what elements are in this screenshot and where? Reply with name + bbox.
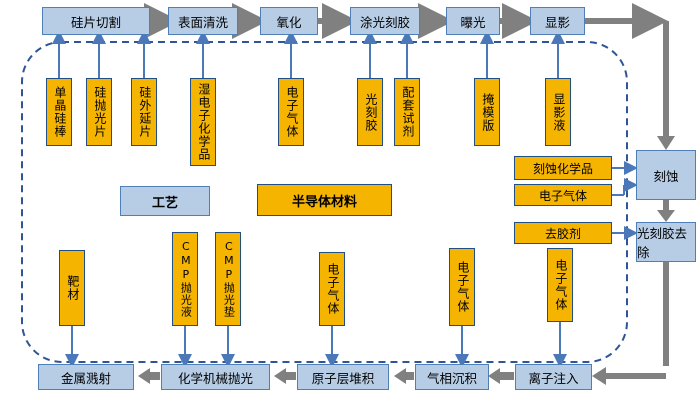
step-oxidation: 氧化	[260, 7, 318, 35]
material-target: 靶材	[59, 250, 85, 326]
material-stripper: 去胶剂	[514, 222, 612, 244]
legend-process: 工艺	[120, 186, 210, 216]
arrow-to-ion-implant	[592, 367, 606, 385]
step-metal-sputtering: 金属溅射	[38, 364, 134, 390]
material-polished-wafer: 硅抛光片	[86, 78, 112, 146]
material-electronic-gas-5: 电子气体	[547, 248, 573, 322]
step-surface-cleaning: 表面清洗	[168, 7, 238, 35]
step-wafer-cutting: 硅片切割	[42, 7, 150, 35]
material-cmp-pad: CMP抛光垫	[215, 232, 241, 326]
right-flow-arrows	[606, 21, 669, 379]
material-electronic-gas-3: 电子气体	[319, 252, 345, 326]
step-vapor-deposition: 气相沉积	[415, 364, 489, 390]
step-atomic-layer-deposition: 原子层堆积	[297, 364, 389, 390]
material-developer: 显影液	[545, 78, 571, 146]
material-epitaxial-wafer: 硅外延片	[131, 78, 157, 146]
arrow-to-resist-removal	[657, 210, 675, 222]
material-monocrystalline-ingot: 单晶硅棒	[46, 78, 72, 146]
dashed-region	[21, 41, 628, 363]
material-supporting-reagents: 配套试剂	[394, 78, 420, 146]
material-connectors	[52, 30, 638, 368]
step-photoresist-removal: 光刻胶去除	[636, 222, 696, 262]
material-electronic-gas-1: 电子气体	[278, 78, 304, 146]
material-photoresist: 光刻胶	[357, 78, 383, 146]
material-etching-chemicals: 刻蚀化学品	[514, 156, 612, 180]
material-wet-chemicals: 湿电子化学品	[190, 78, 216, 166]
step-ion-implantation: 离子注入	[515, 364, 592, 390]
step-cmp: 化学机械抛光	[161, 364, 270, 390]
arrow-to-right-column	[650, 12, 666, 30]
material-electronic-gas-2: 电子气体	[514, 184, 612, 206]
step-photoresist-coating: 涂光刻胶	[350, 7, 420, 35]
step-exposure: 曝光	[446, 7, 500, 35]
step-development: 显影	[530, 7, 585, 35]
arrow-to-etch	[657, 136, 675, 150]
legend-material: 半导体材料	[257, 184, 392, 216]
bottom-flow-arrows	[138, 368, 514, 384]
material-photomask: 掩模版	[474, 78, 500, 146]
material-electronic-gas-4: 电子气体	[449, 248, 475, 326]
material-cmp-slurry: CMP抛光液	[172, 232, 198, 326]
step-etching: 刻蚀	[636, 150, 696, 200]
